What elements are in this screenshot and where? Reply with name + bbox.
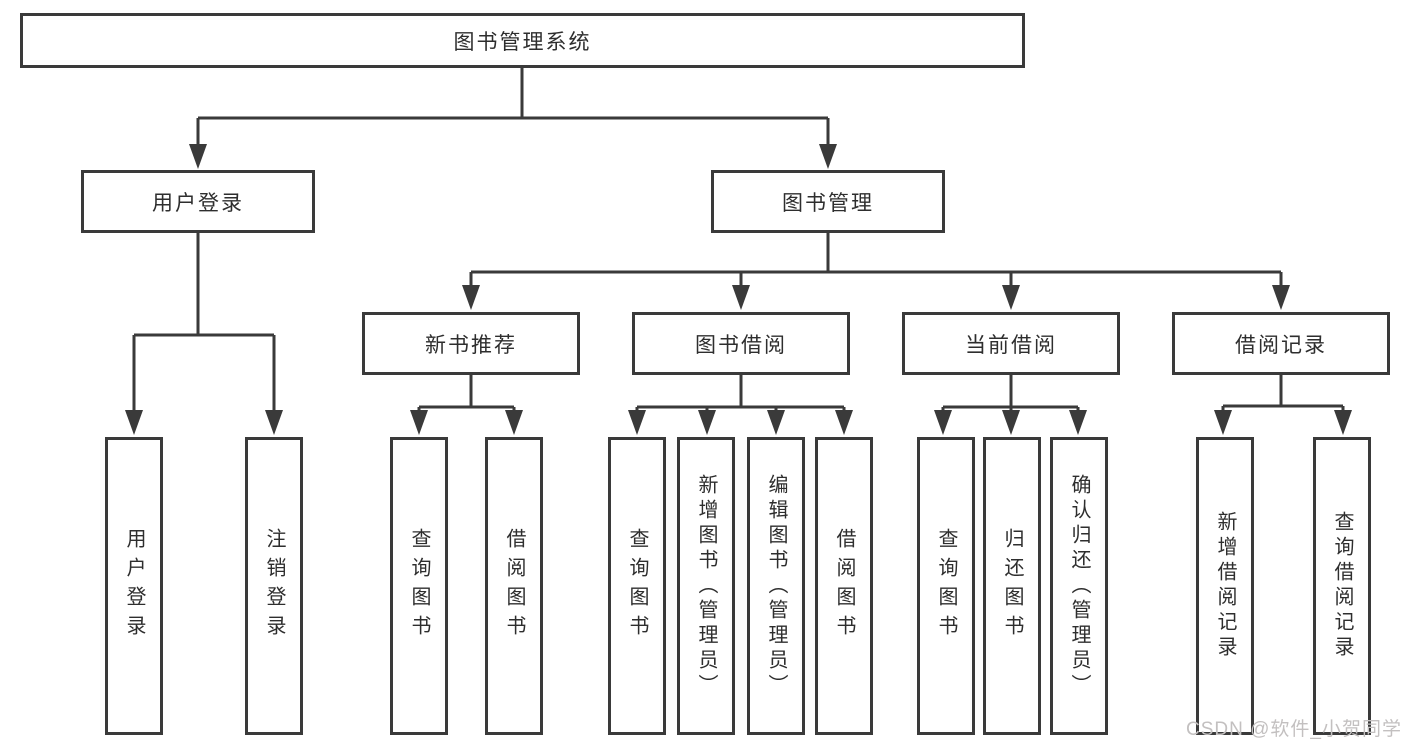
node-label: 确认归还（管理员）: [1068, 473, 1090, 699]
node-label: 用户登录: [152, 191, 244, 215]
arrow-down-icon: [934, 410, 952, 435]
arrow-down-icon: [698, 410, 716, 435]
arrow-down-icon: [1334, 410, 1352, 435]
leaf-current-confirm-return-admin: 确认归还（管理员）: [1050, 437, 1108, 735]
leaf-recommend-query-books: 查询图书: [390, 437, 448, 735]
node-label: 新书推荐: [425, 333, 517, 357]
node-label: 查询图书: [935, 528, 957, 644]
leaf-borrow-borrow-books: 借阅图书: [815, 437, 873, 735]
node-current-borrow: 当前借阅: [902, 312, 1120, 375]
node-book-management: 图书管理: [711, 170, 945, 233]
node-label: 查询图书: [626, 528, 648, 644]
arrow-down-icon: [462, 285, 480, 310]
node-label: 用户登录: [123, 528, 145, 644]
arrow-down-icon: [1002, 285, 1020, 310]
csdn-watermark: CSDN @软件_小贺同学: [1186, 719, 1402, 740]
arrow-down-icon: [265, 410, 283, 435]
arrow-down-icon: [732, 285, 750, 310]
leaf-records-query-record: 查询借阅记录: [1313, 437, 1371, 735]
leaf-user-login: 用户登录: [105, 437, 163, 735]
node-label: 注销登录: [263, 528, 285, 644]
node-label: 图书管理: [782, 191, 874, 215]
node-label: 新增借阅记录: [1214, 511, 1236, 661]
node-label: 归还图书: [1001, 528, 1023, 644]
arrow-down-icon: [767, 410, 785, 435]
leaf-borrow-add-books-admin: 新增图书（管理员）: [677, 437, 735, 735]
node-borrow-records: 借阅记录: [1172, 312, 1390, 375]
node-root: 图书管理系统: [20, 13, 1025, 68]
arrow-down-icon: [1002, 410, 1020, 435]
node-label: 查询图书: [408, 528, 430, 644]
arrow-down-icon: [125, 410, 143, 435]
arrow-down-icon: [410, 410, 428, 435]
node-label: 借阅记录: [1235, 333, 1327, 357]
arrow-down-icon: [505, 410, 523, 435]
arrow-down-icon: [1214, 410, 1232, 435]
node-label: 新增图书（管理员）: [695, 473, 717, 699]
arrow-down-icon: [819, 144, 837, 169]
node-label: 借阅图书: [503, 528, 525, 644]
node-user-login: 用户登录: [81, 170, 315, 233]
leaf-current-return-books: 归还图书: [983, 437, 1041, 735]
node-book-borrow: 图书借阅: [632, 312, 850, 375]
leaf-records-add-record: 新增借阅记录: [1196, 437, 1254, 735]
arrow-down-icon: [1272, 285, 1290, 310]
leaf-recommend-borrow-books: 借阅图书: [485, 437, 543, 735]
arrow-down-icon: [1069, 410, 1087, 435]
node-label: 图书借阅: [695, 333, 787, 357]
arrow-down-icon: [189, 144, 207, 169]
node-label: 编辑图书（管理员）: [765, 473, 787, 699]
node-label: 借阅图书: [833, 528, 855, 644]
leaf-borrow-edit-books-admin: 编辑图书（管理员）: [747, 437, 805, 735]
arrow-down-icon: [628, 410, 646, 435]
node-label: 图书管理系统: [453, 30, 592, 54]
node-new-book-recommend: 新书推荐: [362, 312, 580, 375]
node-label: 查询借阅记录: [1331, 511, 1353, 661]
arrow-down-icon: [835, 410, 853, 435]
leaf-current-query-books: 查询图书: [917, 437, 975, 735]
node-label: 当前借阅: [965, 333, 1057, 357]
leaf-logout: 注销登录: [245, 437, 303, 735]
leaf-borrow-query-books: 查询图书: [608, 437, 666, 735]
